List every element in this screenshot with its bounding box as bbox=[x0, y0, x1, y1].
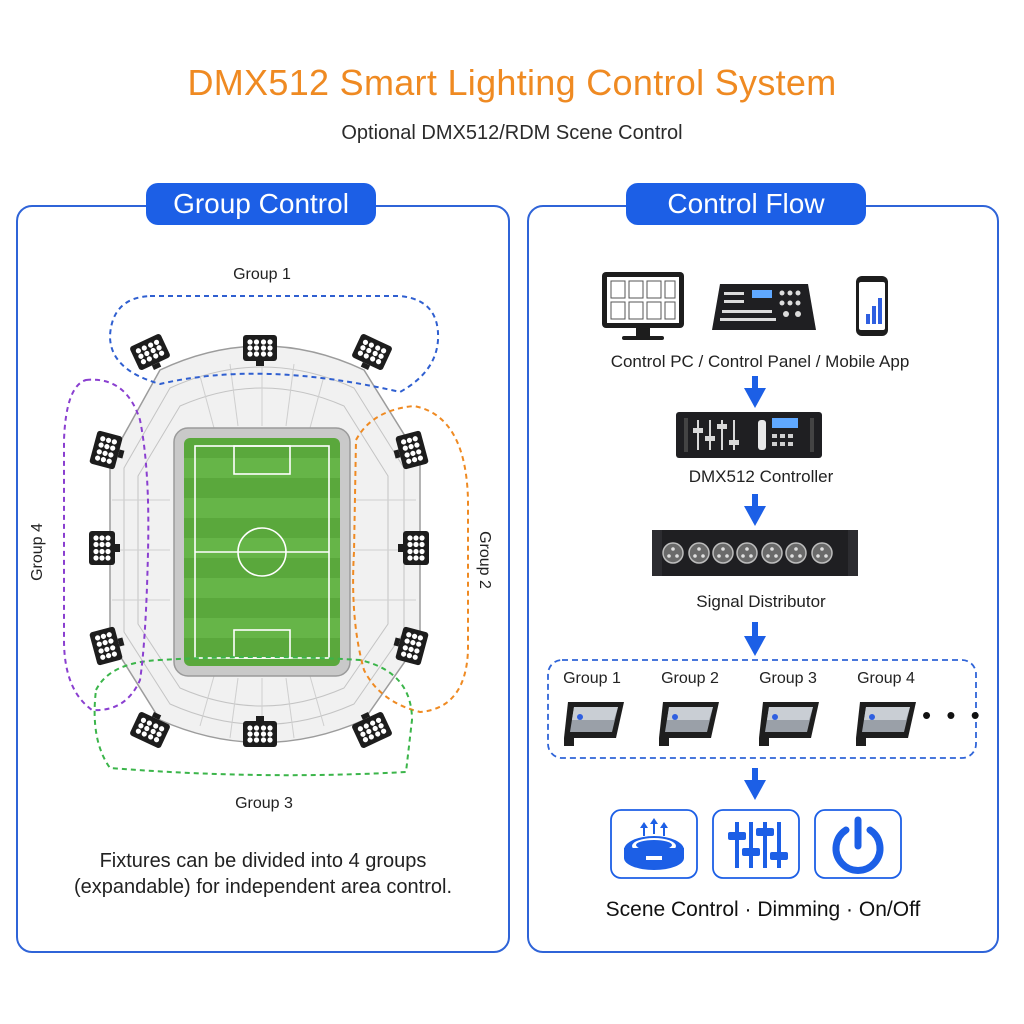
fixture-group2 bbox=[659, 702, 719, 746]
stadium-scene-icon bbox=[624, 818, 684, 870]
controller-label: DMX512 Controller bbox=[688, 467, 834, 486]
flow-arrows bbox=[744, 376, 766, 800]
group1-outline bbox=[108, 295, 440, 394]
page-title: DMX512 Smart Lighting Control System bbox=[187, 62, 837, 103]
flow-group2-label: Group 2 bbox=[661, 670, 719, 687]
sources-label: Control PC / Control Panel / Mobile App bbox=[610, 352, 910, 371]
flow-group3-label: Group 3 bbox=[759, 670, 817, 687]
page-subtitle: Optional DMX512/RDM Scene Control bbox=[341, 122, 683, 144]
group3-outline bbox=[93, 656, 414, 777]
group4-outline bbox=[63, 378, 150, 712]
dimming-sliders-icon bbox=[728, 822, 788, 868]
group1-label: Group 1 bbox=[233, 266, 291, 283]
group2-label: Group 2 bbox=[476, 531, 493, 589]
flow-groups-box bbox=[547, 659, 977, 759]
fixture-group1 bbox=[564, 702, 624, 746]
monitor-icon bbox=[602, 272, 684, 340]
fixture-group3 bbox=[759, 702, 819, 746]
group3-label: Group 3 bbox=[235, 795, 293, 812]
flow-group1-label: Group 1 bbox=[563, 670, 621, 687]
mobile-phone-icon bbox=[856, 276, 888, 336]
group2-outline bbox=[352, 404, 469, 714]
dimming-box bbox=[712, 809, 800, 879]
flow-group4-label: Group 4 bbox=[857, 670, 915, 687]
more-groups-ellipsis: • • • bbox=[922, 700, 984, 730]
group4-label: Group 4 bbox=[29, 523, 46, 581]
group-control-caption: Fixtures can be divided into 4 groups (e… bbox=[73, 850, 453, 898]
fixture-group4 bbox=[856, 702, 916, 746]
dmx512-controller-icon bbox=[676, 412, 822, 458]
distributor-label: Signal Distributor bbox=[696, 592, 826, 611]
stadium-illustration bbox=[109, 345, 421, 744]
control-flow-heading: Control Flow bbox=[626, 183, 866, 225]
power-icon bbox=[832, 816, 884, 874]
functions-label: Scene Control · Dimming · On/Off bbox=[605, 898, 921, 921]
signal-distributor-icon bbox=[652, 530, 858, 576]
group-control-heading: Group Control bbox=[146, 183, 376, 225]
control-panel-icon bbox=[712, 284, 816, 330]
